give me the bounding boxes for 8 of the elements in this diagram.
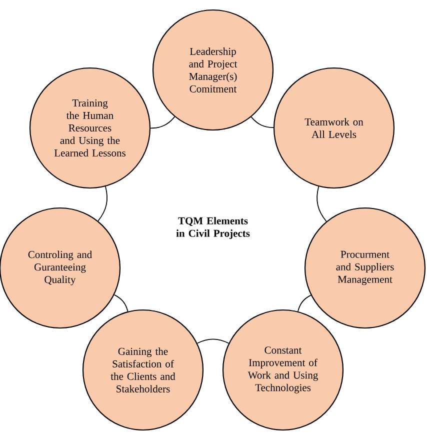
connector-arc	[150, 116, 176, 129]
connector-arc	[98, 186, 108, 222]
connector-arc	[250, 116, 274, 128]
title-text: TQM Elements in Civil Projects	[176, 217, 250, 239]
connector-arc	[316, 186, 327, 222]
connector-arc	[114, 294, 128, 312]
connector-arc	[298, 294, 312, 312]
connector-arc	[196, 338, 230, 344]
